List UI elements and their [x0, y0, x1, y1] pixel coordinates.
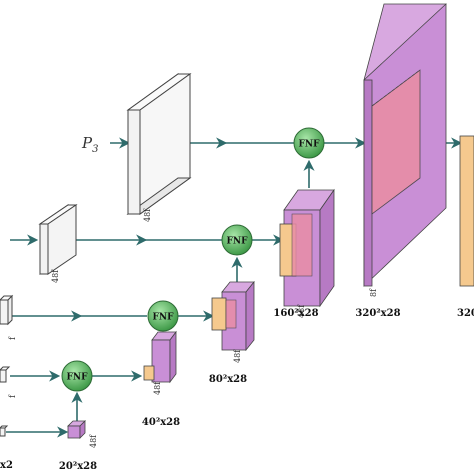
fnf-label: FNF [66, 373, 88, 383]
decoder-block-160 [279, 188, 335, 308]
feature-block-row2 [38, 204, 78, 275]
fnf-label: FNF [226, 237, 248, 247]
output-block-320 [459, 135, 474, 287]
feature-block-row5 [0, 425, 9, 437]
decoder-block-40 [143, 330, 177, 384]
size-label: 320 [457, 308, 474, 319]
decoder-block-80 [211, 280, 255, 352]
channel-label: 48f [51, 269, 60, 283]
decoder-block-20 [67, 420, 86, 439]
input-label-p3: P3 [81, 134, 98, 155]
channel-label: 48f [153, 381, 162, 395]
feature-block-row3 [0, 294, 14, 326]
channel-label: f [8, 394, 17, 398]
channel-label: 48f [297, 304, 306, 318]
channel-label: 48f [89, 434, 98, 448]
channel-label: 8f [369, 288, 378, 297]
channel-label: 48f [233, 349, 242, 363]
channel-label: 48f [143, 208, 152, 222]
fnf-node: FNF [221, 224, 253, 256]
feature-block-row4 [0, 366, 11, 383]
size-label: 160²x28 [273, 308, 318, 319]
fnf-node: FNF [147, 300, 179, 332]
channel-label: f [8, 336, 17, 340]
feature-block-p3 [126, 73, 192, 215]
decoder-block-320 [363, 3, 447, 287]
size-label: 320²x28 [355, 308, 400, 319]
size-label: 80²x28 [209, 374, 247, 385]
size-label: x2 [0, 460, 13, 471]
fnf-label: FNF [298, 140, 320, 150]
fnf-label: FNF [152, 313, 174, 323]
fnf-node: FNF [293, 127, 325, 159]
size-label: 40²x28 [142, 417, 180, 428]
size-label: 20²x28 [59, 461, 97, 472]
fnf-node: FNF [61, 360, 93, 392]
